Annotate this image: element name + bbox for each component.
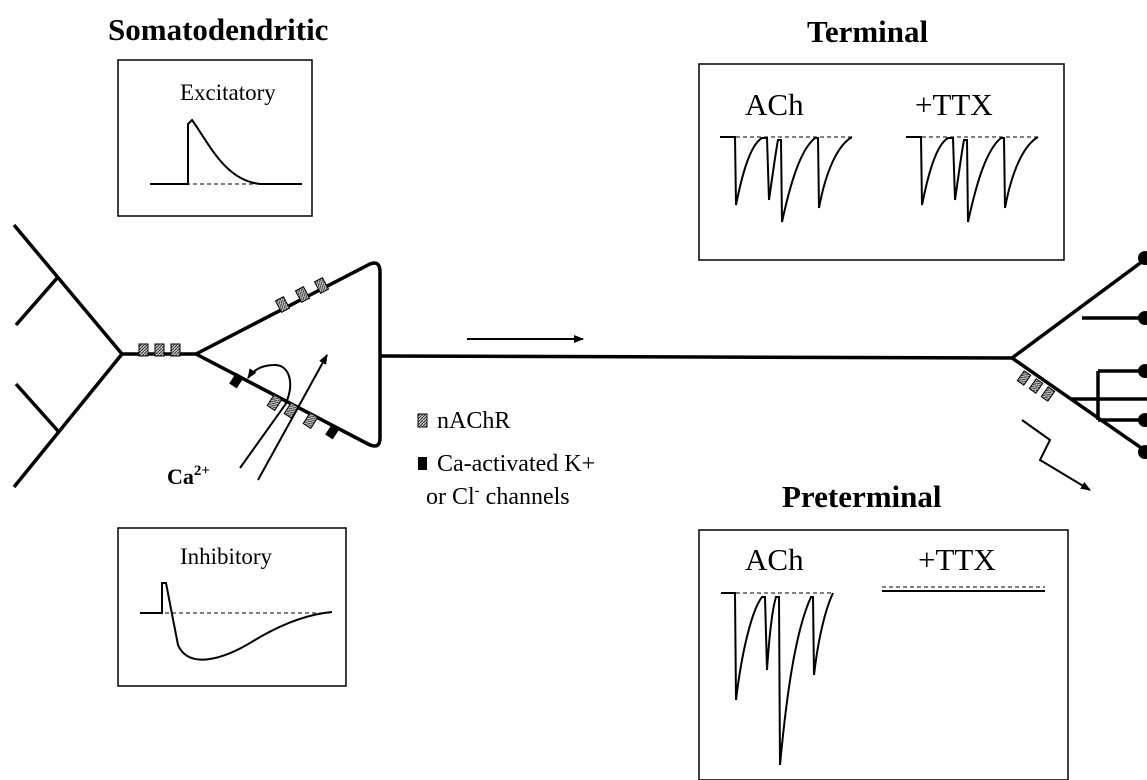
calcium-label: Ca2+: [167, 463, 210, 489]
heading-somatodendritic: Somatodendritic: [108, 12, 328, 47]
legend-nachr: nAChR: [437, 408, 510, 434]
preterminal-ach-trace: [721, 592, 834, 766]
axon-terminal: [1010, 256, 1147, 454]
heading-preterminal: Preterminal: [782, 479, 942, 514]
soma-k-cl-channels: [229, 372, 340, 440]
inhibitory-panel: Inhibitory: [117, 527, 347, 687]
terminal-boutons: [1138, 251, 1147, 459]
terminal-ttx-trace: [906, 136, 1039, 223]
release-lightning-arrow: [1021, 419, 1091, 491]
legend-ca-k-line1: Ca-activated K+: [437, 451, 595, 477]
terminal-panel: ACh +TTX: [698, 63, 1065, 261]
channel-legend-icon: [418, 457, 427, 470]
dendrite-receptors: [138, 343, 181, 357]
inhibitory-trace: [140, 582, 333, 661]
excitatory-panel: Excitatory: [117, 59, 313, 217]
excitatory-label: Excitatory: [180, 80, 276, 105]
excitatory-trace: [150, 118, 302, 185]
terminal-ttx-label: +TTX: [915, 87, 993, 122]
soma: [192, 261, 382, 448]
nachr-legend-icon: [417, 413, 428, 428]
legend-ca-k-line2: or Cl- channels: [426, 483, 570, 510]
axon: [379, 354, 1013, 360]
inhibitory-label: Inhibitory: [180, 544, 272, 569]
terminal-ach-trace: [720, 136, 853, 223]
preterminal-ach-label: ACh: [745, 542, 804, 577]
soma-receptors: [266, 276, 330, 430]
preterminal-receptors: [1016, 370, 1056, 402]
legend: nAChR Ca-activated K+ or Cl- channels: [417, 408, 595, 510]
calcium-influx-arrows: [239, 354, 328, 481]
dendrite-tree: [12, 223, 196, 489]
heading-terminal: Terminal: [807, 14, 929, 49]
preterminal-ttx-label: +TTX: [918, 542, 996, 577]
preterminal-panel: ACh +TTX: [698, 529, 1069, 780]
terminal-ach-label: ACh: [745, 87, 804, 122]
